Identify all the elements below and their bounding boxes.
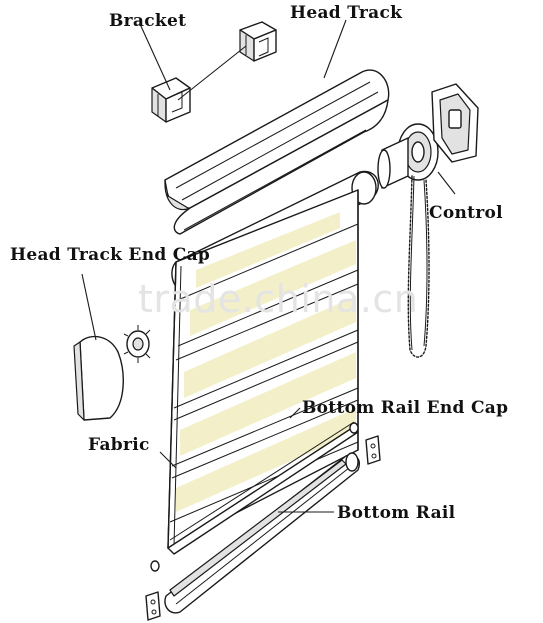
bottom-rail-insert [167,421,359,555]
bracket-left [151,77,191,123]
bottom-rail [164,452,360,614]
label-bottom-rail: Bottom Rail [337,503,456,523]
label-fabric: Fabric [88,435,150,455]
watermark-text: trade.china.cn [138,277,418,321]
idler-gear [123,325,151,363]
label-bottom-rail-end-cap: Bottom Rail End Cap [302,398,508,418]
head-track [164,69,390,235]
label-control: Control [429,203,503,223]
bracket-right [239,21,277,62]
bottom-rail-small-parts [145,422,381,621]
leader-control [437,171,456,195]
bracket-connector-line [177,45,247,101]
leader-bottom-rail-end-cap [289,407,301,419]
label-head-track: Head Track [290,3,403,23]
control-end-bracket [431,83,479,163]
label-bracket: Bracket [109,11,186,31]
leader-head-track [323,19,347,79]
label-head-track-end-cap: Head Track End Cap [10,245,210,265]
leader-fabric [159,451,177,469]
control-mechanism [377,123,439,358]
leader-head-track-end-cap [81,273,97,341]
leader-bracket [139,23,171,91]
head-track-end-cap [73,335,124,421]
